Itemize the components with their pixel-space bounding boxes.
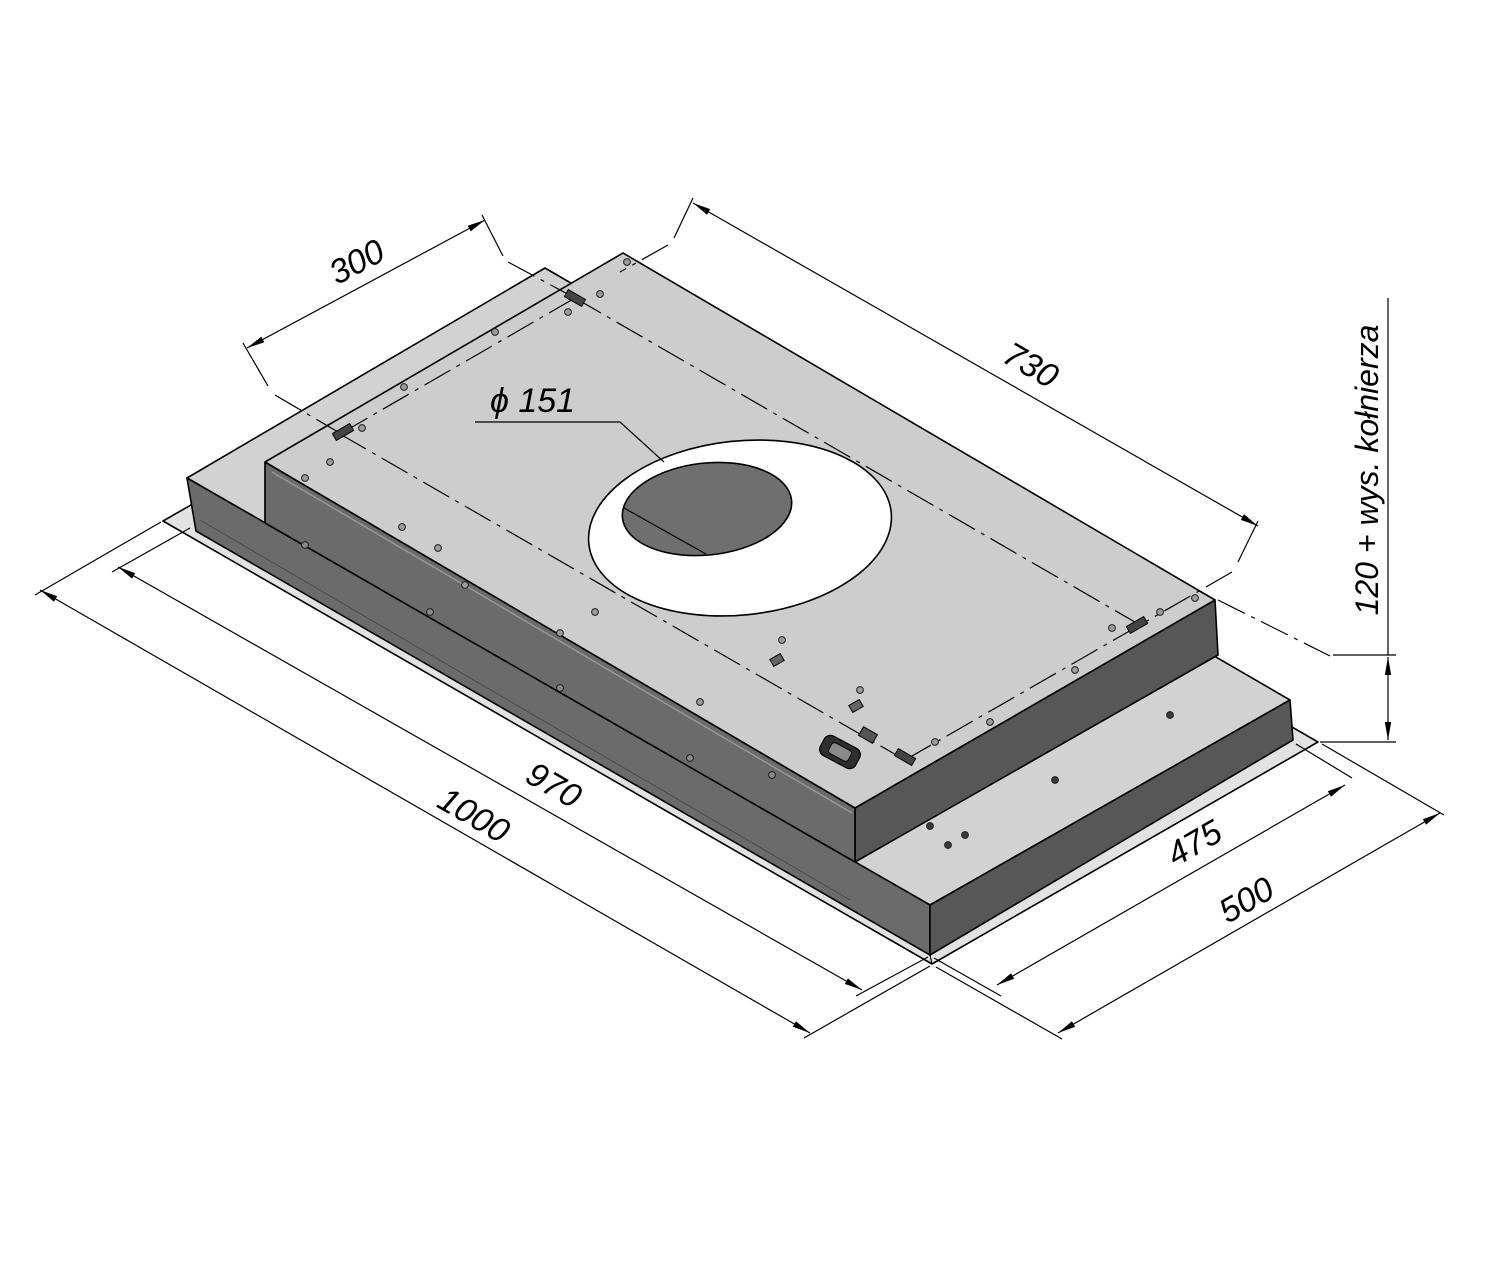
dimension-label-730: 730	[996, 335, 1064, 396]
screw-hole	[944, 841, 952, 849]
dimension-label-970: 970	[519, 755, 587, 816]
extension-line	[111, 527, 191, 573]
screw-hole	[931, 738, 939, 746]
centre-line	[904, 624, 1141, 761]
screw-hole	[696, 698, 704, 706]
screw-hole	[1166, 711, 1174, 719]
dimension-line	[692, 202, 1259, 527]
screw-hole	[986, 718, 994, 726]
screw-hole	[591, 608, 599, 616]
screw-hole	[426, 608, 434, 616]
screw-hole	[301, 474, 309, 482]
screw-hole	[491, 328, 499, 336]
duct-inner-edge	[623, 507, 707, 555]
dimension-label-height: 120 + wys. kołnierza	[1349, 325, 1385, 616]
centre-line	[1139, 571, 1233, 626]
extension-line	[34, 521, 162, 596]
mounting-bracket	[331, 422, 355, 442]
dimension-diameter: ϕ 151	[475, 382, 665, 463]
screw-hole	[556, 629, 564, 637]
screw-hole	[778, 636, 786, 644]
centre-line	[619, 244, 669, 273]
dimension-label-diameter: ϕ 151	[490, 382, 575, 420]
mounting-bracket	[893, 747, 917, 767]
centre-line	[339, 297, 576, 435]
extension-line	[1237, 520, 1259, 563]
screw-hole	[856, 686, 864, 694]
extension-line	[1295, 743, 1353, 779]
screw-hole	[461, 581, 469, 589]
screw-hole	[596, 290, 604, 298]
extension-line	[1321, 743, 1445, 816]
screw-hole	[686, 754, 694, 762]
dimension-line	[1057, 812, 1441, 1034]
extension-line	[673, 197, 694, 239]
screw-hole	[926, 822, 934, 830]
screw-hole	[768, 771, 776, 779]
screw-hole	[326, 458, 334, 466]
extension-line	[803, 965, 931, 1039]
screw-hole	[358, 424, 366, 432]
centre-line	[507, 261, 576, 299]
screw-hole	[556, 684, 564, 692]
screw-hole	[961, 831, 969, 839]
extension-line	[935, 966, 1063, 1040]
dimension-label-1000: 1000	[431, 780, 516, 851]
screw-hole	[398, 523, 406, 531]
dimension-height: 120 + wys. kołnierza	[1320, 298, 1396, 743]
screw-hole	[1051, 776, 1059, 784]
mounting-bracket	[563, 288, 587, 308]
dimension-line	[246, 219, 486, 349]
screw-hole	[564, 308, 572, 316]
screw-hole	[400, 383, 408, 391]
screw-hole	[434, 544, 442, 552]
centre-line	[1217, 599, 1331, 657]
extension-line	[481, 214, 504, 257]
leader-line	[475, 421, 665, 463]
screw-hole	[1108, 624, 1116, 632]
centre-line	[274, 394, 339, 433]
screw-hole	[301, 541, 309, 549]
dimension-label-500: 500	[1212, 870, 1280, 931]
mounting-bracket	[1125, 615, 1149, 635]
screw-hole	[1191, 594, 1199, 602]
screw-hole	[623, 258, 631, 266]
dimension-line	[39, 589, 811, 1034]
screw-hole	[1156, 608, 1164, 616]
screw-hole	[1071, 666, 1079, 674]
extension-line	[855, 956, 929, 997]
extension-line	[933, 957, 1002, 997]
extension-line	[242, 342, 269, 387]
dimension-label-300: 300	[323, 232, 391, 292]
flange-corner-edge	[929, 954, 933, 965]
